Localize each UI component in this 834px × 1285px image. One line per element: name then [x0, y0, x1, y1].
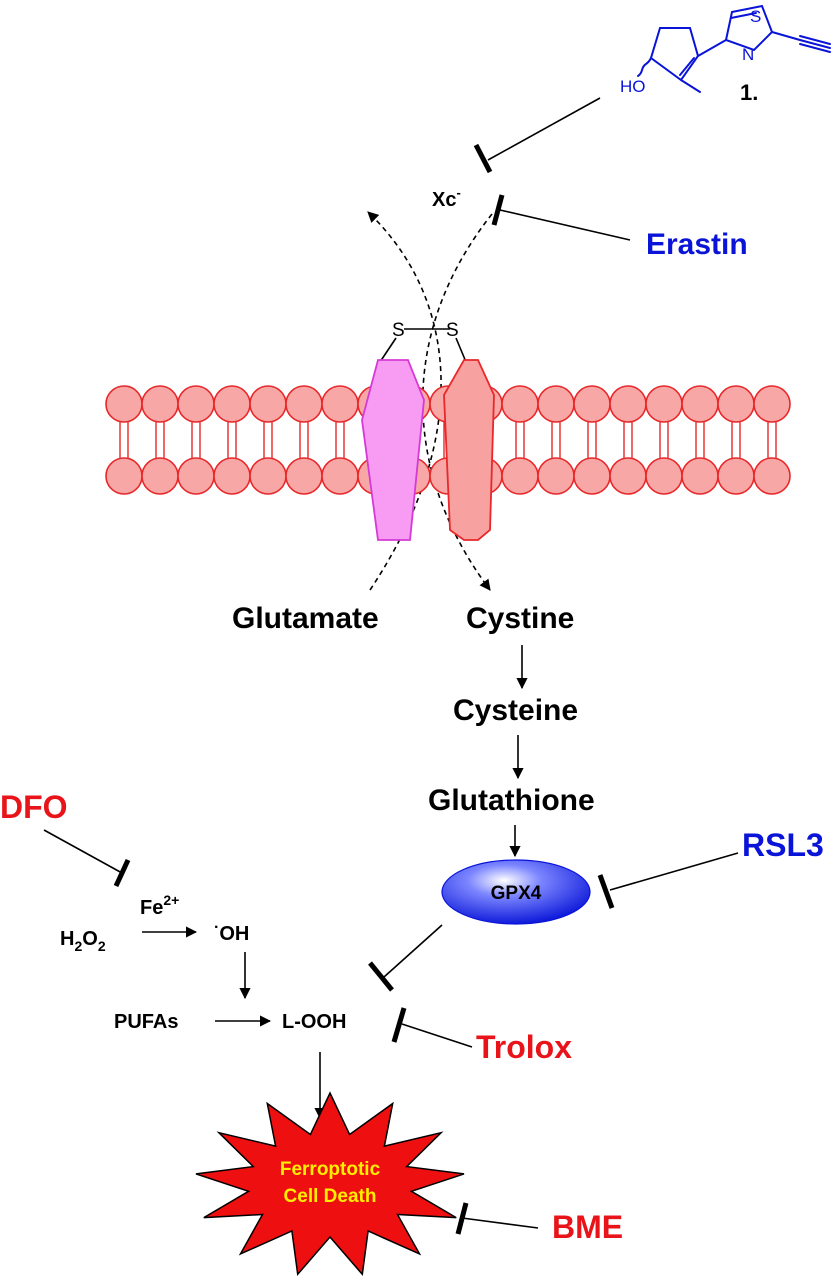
hydroxyl-wavy-bond — [637, 57, 652, 77]
pufas-label: PUFAs — [114, 1011, 178, 1033]
atom-hydroxyl: HO — [620, 77, 646, 96]
rsl3-inhibition — [597, 852, 739, 909]
glutathione-label: Glutathione — [428, 784, 595, 817]
lipid-head — [681, 457, 719, 495]
erastin-inhibition — [491, 194, 631, 241]
cysteine-label: Cysteine — [453, 694, 578, 727]
lipid-head — [753, 385, 791, 423]
dfo-label: DFO — [0, 789, 68, 825]
bme-inhibition — [455, 1202, 539, 1235]
slc3a2-subunit — [443, 359, 495, 541]
glutamate-label: Glutamate — [232, 602, 379, 635]
lipid-head — [537, 385, 575, 423]
lipid-head — [753, 457, 791, 495]
gpx4-label: GPX4 — [491, 883, 542, 904]
lipid-head — [321, 457, 359, 495]
lipid-head — [213, 457, 251, 495]
ethynyl-triple-2 — [799, 39, 831, 49]
lipid-head — [573, 385, 611, 423]
sulfur-left: S — [392, 320, 405, 341]
disulfide-bridge: S S — [377, 320, 467, 366]
lipid-head — [177, 385, 215, 423]
lipid-head — [141, 457, 179, 495]
lipid-head — [177, 457, 215, 495]
lipid-head — [717, 385, 755, 423]
cell-death-line2: Cell Death — [284, 1186, 377, 1207]
dfo-inhibition — [43, 829, 131, 888]
atom-sulfur: S — [750, 7, 761, 26]
transporter-label: Xc- — [432, 185, 461, 211]
lipid-head — [105, 457, 143, 495]
lipid-head — [501, 457, 539, 495]
methyl-bond — [680, 79, 701, 93]
lipid-head — [681, 385, 719, 423]
gpx4-inhibition — [368, 924, 443, 992]
sulfur-right: S — [446, 320, 459, 341]
cystine-label: Cystine — [466, 602, 574, 635]
ethynyl-triple-3 — [799, 43, 831, 53]
bme-label: BME — [552, 1209, 623, 1245]
trolox-inhibition — [391, 1007, 473, 1048]
hydroxyl-radical-label: ·OH — [214, 919, 249, 945]
ethynyl-single-bond — [771, 31, 801, 41]
thiazole-ring — [724, 4, 774, 52]
compound-number: 1. — [740, 80, 758, 105]
lipid-head — [573, 457, 611, 495]
hydrogen-peroxide-label: H2O2 — [60, 928, 106, 954]
lipid-head — [285, 385, 323, 423]
lipid-head — [609, 385, 647, 423]
heavy-chain-link — [455, 337, 467, 363]
lipid-head — [645, 457, 683, 495]
lipid-head — [501, 385, 539, 423]
lipid-head — [249, 457, 287, 495]
lipid-head — [321, 385, 359, 423]
lipid-head — [213, 385, 251, 423]
ring-double-bond — [679, 57, 695, 76]
lipid-peroxide-label: L-OOH — [282, 1011, 346, 1033]
thiazole-double-bond — [730, 12, 757, 19]
lipid-head — [609, 457, 647, 495]
ring-link-bond — [697, 39, 727, 57]
trolox-label: Trolox — [476, 1029, 572, 1065]
atom-nitrogen: N — [742, 45, 754, 64]
cell-death-line1: Ferroptotic — [280, 1159, 381, 1180]
lipid-head — [249, 385, 287, 423]
lipid-head — [645, 385, 683, 423]
lipid-head — [141, 385, 179, 423]
ethynyl-triple-1 — [799, 35, 831, 45]
iron-label: Fe2+ — [140, 892, 179, 919]
compound-1-inhibition — [473, 97, 601, 174]
lipid-head — [717, 457, 755, 495]
lipid-head — [285, 457, 323, 495]
slc7a11-subunit — [361, 359, 425, 541]
gpx4-enzyme — [441, 859, 591, 925]
compound-1-structure: S N HO 1. — [620, 4, 831, 105]
lipid-head — [537, 457, 575, 495]
glutamate-efflux-path — [367, 211, 442, 591]
erastin-label: Erastin — [646, 228, 748, 261]
rsl3-label: RSL3 — [742, 827, 824, 863]
cyclopentene-ring — [649, 27, 700, 82]
cell-death-burst — [195, 1091, 465, 1277]
lipid-head — [105, 385, 143, 423]
